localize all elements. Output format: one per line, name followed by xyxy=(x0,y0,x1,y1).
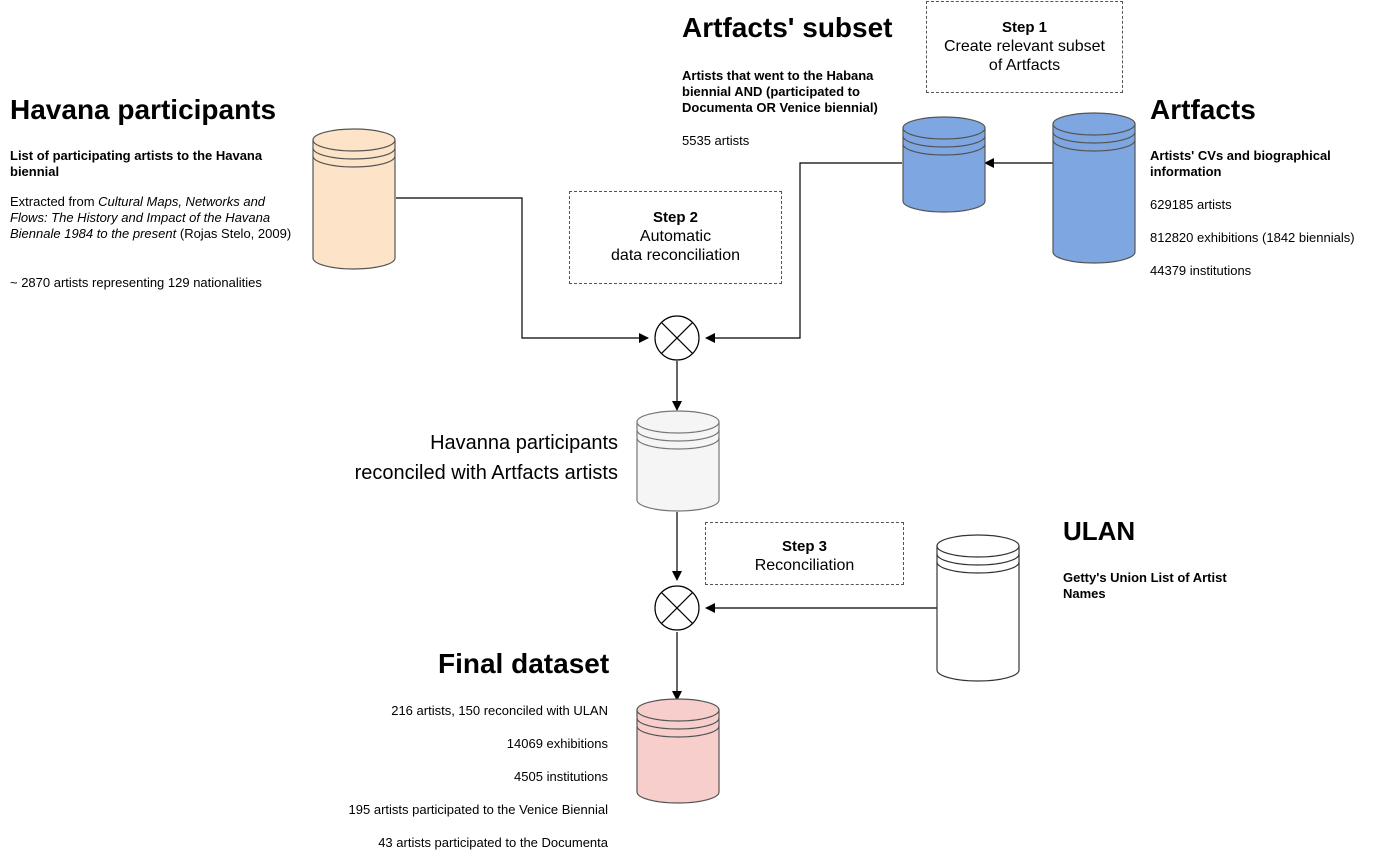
step-1-desc-line-1: Create relevant subset xyxy=(944,38,1105,55)
havana-database-icon xyxy=(312,128,396,270)
ulan-database-icon xyxy=(936,534,1020,682)
step-2-title: Step 2 xyxy=(652,209,698,226)
reconciled-database-icon xyxy=(636,410,720,512)
havana-source-prefix: Extracted from xyxy=(10,194,99,209)
merge-icon-2 xyxy=(654,585,700,631)
step-1-desc-line-2: of Artfacts xyxy=(988,57,1061,74)
artfacts-stat-exhibitions: 812820 exhibitions (1842 biennials) xyxy=(1150,230,1355,245)
ulan-title: ULAN xyxy=(1063,516,1136,546)
step-3-desc-line-1: Reconciliation xyxy=(754,557,855,574)
step-1-title: Step 1 xyxy=(1001,19,1047,36)
edge-havana-to-merge1 xyxy=(396,197,649,343)
reconciled-label-line-2: reconciled with Artfacts artists xyxy=(354,462,618,484)
havana-source: Extracted from Cultural Maps, Networks a… xyxy=(10,194,300,242)
reconciled-label-line-1: Havanna participants xyxy=(430,432,618,454)
final-database-icon xyxy=(636,698,720,804)
artfacts-stat-artists: 629185 artists xyxy=(1150,197,1232,212)
artfacts-database-icon xyxy=(1052,112,1136,264)
step-3-box: Step 3 Reconciliation xyxy=(705,522,904,585)
step-2-box: Step 2 Automatic data reconciliation xyxy=(569,191,782,284)
subset-count: 5535 artists xyxy=(682,133,750,148)
havana-subtitle: List of participating artists to the Hav… xyxy=(10,148,263,179)
reconciled-label: Havanna participants reconciled with Art… xyxy=(260,428,618,488)
havana-source-title: Cultural Maps, Networks and Flows: The H… xyxy=(10,194,271,241)
artfacts-stat-institutions: 44379 institutions xyxy=(1150,263,1252,278)
artfacts-subtitle: Artists' CVs and biographical informatio… xyxy=(1150,148,1331,179)
final-stat-exhibitions: 14069 exhibitions xyxy=(506,736,608,751)
artfacts-title: Artfacts xyxy=(1150,94,1256,125)
final-stat-artists: 216 artists, 150 reconciled with ULAN xyxy=(391,703,608,718)
subset-database-icon xyxy=(902,116,986,213)
final-stat-venice: 195 artists participated to the Venice B… xyxy=(348,802,608,817)
subset-subtitle: Artists that went to the Habana biennial… xyxy=(682,68,878,115)
edge-subset-to-merge1 xyxy=(705,162,902,343)
step-3-title: Step 3 xyxy=(781,538,827,555)
ulan-subtitle: Getty's Union List of Artist Names xyxy=(1063,570,1227,601)
step-1-box: Step 1 Create relevant subset of Artfact… xyxy=(926,1,1123,93)
step-2-desc-line-1: Automatic xyxy=(639,228,712,245)
final-title: Final dataset xyxy=(438,648,610,679)
havana-source-suffix: (Rojas Stelo, 2009) xyxy=(176,226,292,241)
subset-title: Artfacts' subset xyxy=(682,12,893,43)
merge-icon-1 xyxy=(654,315,700,361)
final-stat-institutions: 4505 institutions xyxy=(514,769,608,784)
final-stat-documenta: 43 artists participated to the Documenta xyxy=(378,835,608,850)
havana-count: ~ 2870 artists representing 129 national… xyxy=(10,275,262,290)
step-2-desc-line-2: data reconciliation xyxy=(611,247,740,264)
havana-title: Havana participants xyxy=(10,94,277,125)
